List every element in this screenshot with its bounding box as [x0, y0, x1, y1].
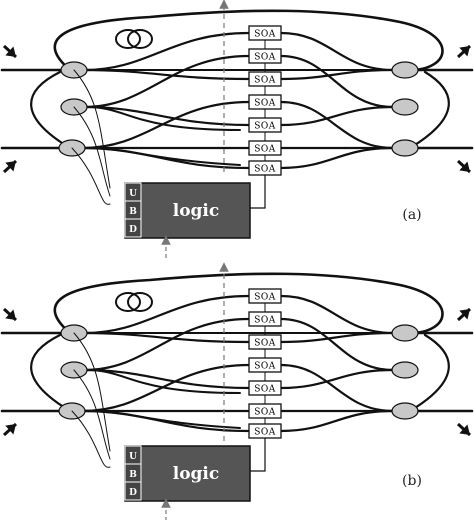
- control-wire: [73, 106, 111, 197]
- soa-box: [248, 25, 282, 41]
- fiber-loop-left: [30, 333, 72, 413]
- fiber-loop-right: [408, 70, 450, 150]
- coupler-node: [391, 324, 419, 342]
- coupler-node: [391, 402, 419, 420]
- soa-label: SOA: [254, 53, 276, 63]
- logic-wire: [249, 437, 266, 472]
- soa-box: [248, 311, 282, 327]
- waveguide-merge: [279, 368, 395, 390]
- panel-label: (b): [402, 473, 422, 489]
- panel-b: SOA SOA SOA SOA SOA SOA SOA logic UBD (b): [0, 262, 474, 521]
- coupler-node: [391, 61, 419, 79]
- soa-label: SOA: [254, 30, 276, 40]
- soa-label: SOA: [254, 76, 276, 86]
- waveguide-branch: [82, 54, 251, 109]
- input-arrow-bottom-head: [5, 161, 16, 172]
- soa-label: SOA: [254, 385, 276, 395]
- control-wire: [73, 69, 111, 189]
- output-arrow-top-head: [459, 309, 470, 320]
- waveguide-branch: [82, 105, 251, 127]
- fiber-loop-right: [408, 333, 450, 413]
- logic-port-label: B: [129, 470, 137, 480]
- soa-label: SOA: [254, 339, 276, 349]
- waveguide-merge: [279, 317, 395, 372]
- waveguide-merge: [279, 68, 395, 81]
- soa-box: [248, 403, 282, 419]
- soa-label: SOA: [254, 165, 276, 175]
- input-arrow-top-head: [5, 46, 16, 57]
- soa-label: SOA: [254, 99, 276, 109]
- input-arrow-top-head: [5, 309, 16, 320]
- soa-box: [248, 288, 282, 304]
- panel-label: (a): [402, 207, 421, 223]
- soa-label: SOA: [254, 145, 276, 155]
- waveguide-merge: [279, 146, 395, 170]
- soa-box: [248, 117, 282, 133]
- waveguide-branch: [83, 410, 241, 429]
- logic-label: logic: [173, 201, 220, 221]
- coupler-node: [391, 98, 419, 116]
- waveguide-branch: [82, 368, 251, 390]
- logic-wire: [249, 174, 266, 209]
- soa-label: SOA: [254, 428, 276, 438]
- fiber-coil: [115, 29, 141, 49]
- soa-box: [248, 140, 282, 156]
- soa-box: [248, 380, 282, 396]
- fiber-coil: [115, 292, 141, 312]
- waveguide-merge: [279, 331, 395, 344]
- soa-label: SOA: [254, 408, 276, 418]
- output-arrow-top-head: [459, 46, 470, 57]
- fiber-loop-top: [53, 9, 444, 72]
- logic-block: [124, 445, 251, 502]
- soa-box: [248, 48, 282, 64]
- waveguide-merge: [279, 31, 395, 72]
- soa-box: [248, 94, 282, 110]
- logic-port-label: U: [129, 189, 137, 199]
- panel-a: SOA SOA SOA SOA SOA SOA SOA logic UBD (a): [0, 0, 474, 258]
- control-wire: [73, 369, 111, 460]
- soa-label: SOA: [254, 362, 276, 372]
- output-arrow-bottom-head: [459, 424, 470, 435]
- logic-label: logic: [173, 464, 220, 484]
- waveguide-merge: [279, 294, 395, 335]
- waveguide-merge: [279, 409, 395, 433]
- soa-label: SOA: [254, 122, 276, 132]
- waveguide-branch: [82, 317, 251, 372]
- waveguide-branch: [85, 106, 241, 131]
- logic-block: [124, 182, 251, 239]
- control-wire: [71, 147, 111, 205]
- waveguide-branch: [82, 294, 251, 335]
- soa-box: [248, 71, 282, 87]
- control-wire: [71, 410, 111, 468]
- waveguide-branch: [82, 31, 251, 72]
- soa-label: SOA: [254, 316, 276, 326]
- soa-label: SOA: [254, 293, 276, 303]
- logic-port: [124, 481, 142, 501]
- waveguide-branch: [83, 147, 241, 166]
- waveguide-merge: [279, 54, 395, 109]
- fiber-loop-top: [53, 272, 444, 335]
- logic-port-label: D: [129, 488, 137, 498]
- fiber-loop-left: [30, 70, 72, 150]
- fiber-coil: [127, 292, 153, 312]
- waveguide-merge: [279, 363, 395, 413]
- waveguide-merge: [279, 105, 395, 127]
- output-arrow-bottom-head: [459, 161, 470, 172]
- soa-box: [248, 357, 282, 373]
- soa-box: [248, 334, 282, 350]
- logic-port-label: D: [129, 225, 137, 235]
- control-wire: [73, 332, 111, 452]
- logic-port-label: B: [129, 207, 137, 217]
- logic-port-label: U: [129, 452, 137, 462]
- waveguide-merge: [279, 100, 395, 150]
- logic-port: [124, 218, 142, 238]
- coupler-node: [391, 361, 419, 379]
- waveguide-branch: [85, 369, 241, 394]
- input-arrow-bottom-head: [5, 424, 16, 435]
- fiber-coil: [127, 29, 153, 49]
- coupler-node: [391, 139, 419, 157]
